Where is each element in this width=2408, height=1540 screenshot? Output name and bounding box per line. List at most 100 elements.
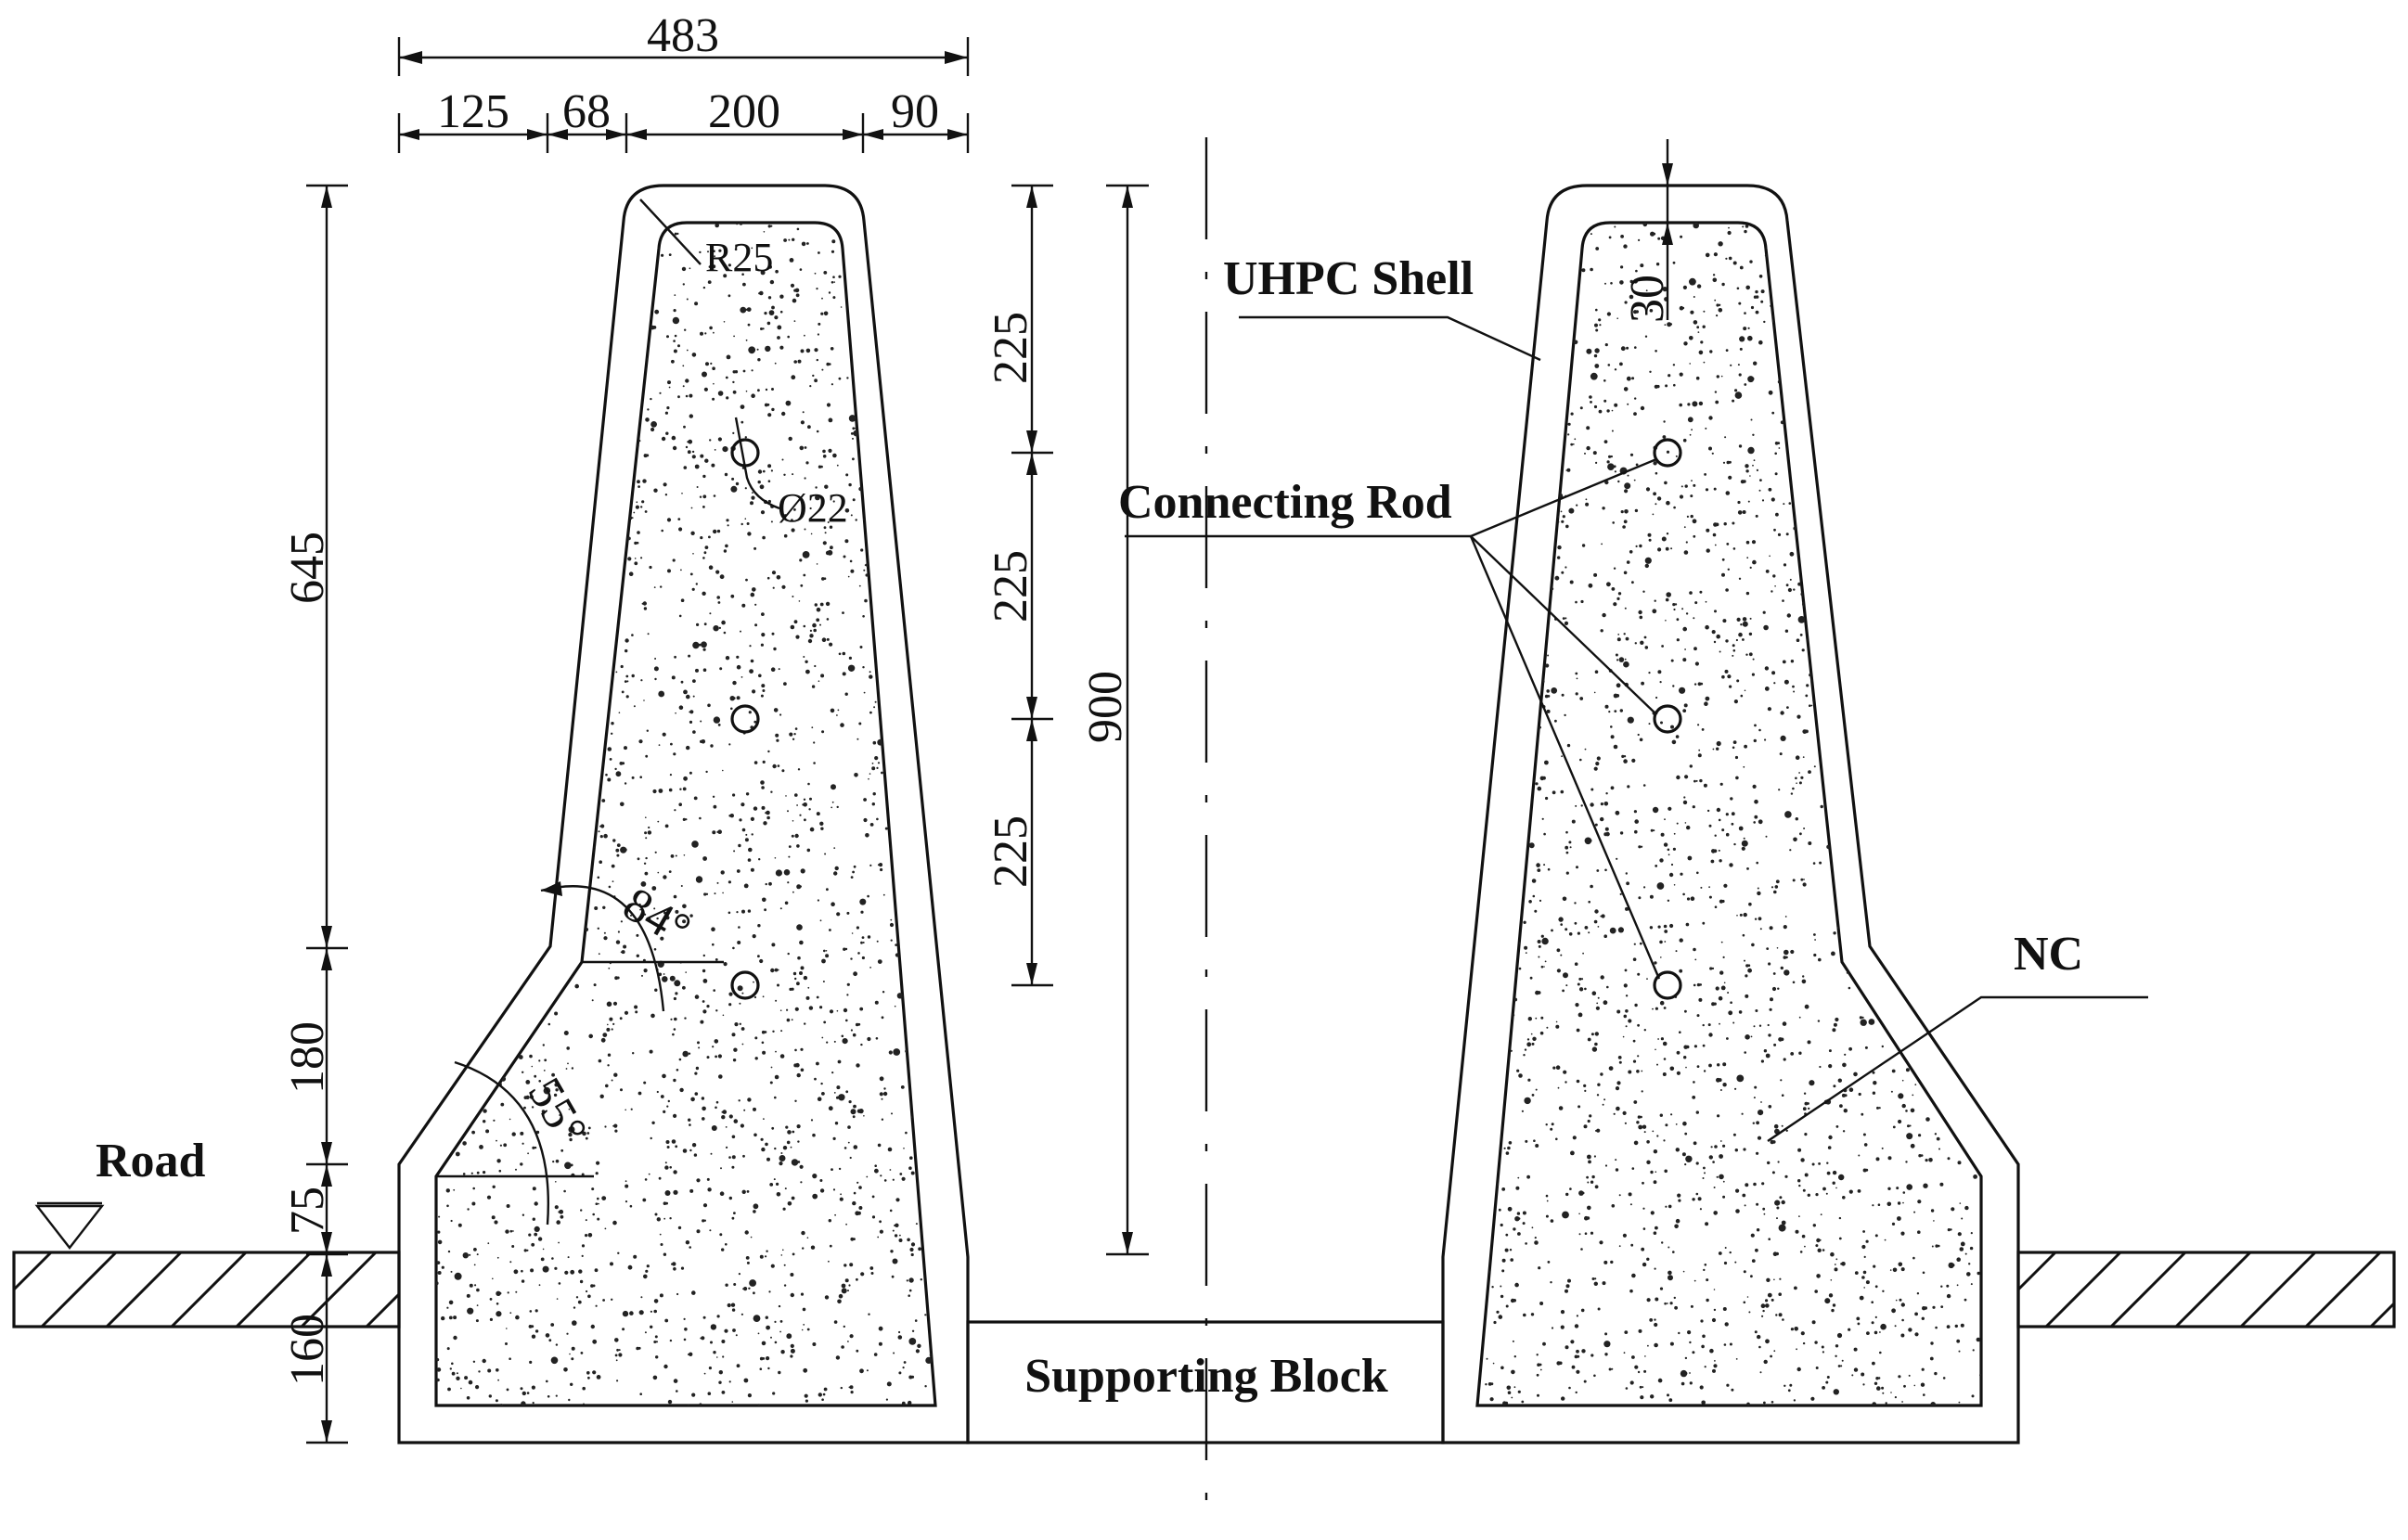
speckle-dot [1739, 913, 1743, 917]
speckle-dot [786, 1008, 789, 1011]
speckle-dot [609, 277, 613, 282]
speckle-dot [862, 942, 865, 943]
speckle-dot [898, 1330, 901, 1334]
speckle-dot [740, 404, 745, 409]
speckle-dot [1586, 348, 1592, 354]
speckle-dot [865, 833, 869, 838]
speckle-dot [470, 632, 472, 635]
speckle-dot [1844, 1053, 1847, 1056]
speckle-dot [834, 866, 839, 871]
speckle-dot [736, 1364, 740, 1368]
speckle-dot [550, 1356, 559, 1365]
speckle-dot [481, 1053, 484, 1057]
speckle-dot [1587, 1181, 1590, 1184]
speckle-dot [1902, 858, 1908, 864]
speckle-dot [491, 1215, 496, 1220]
speckle-dot [1810, 704, 1813, 707]
speckle-dot [804, 1393, 808, 1398]
speckle-dot [928, 940, 933, 944]
speckle-dot [630, 276, 635, 280]
speckle-dot [441, 1315, 445, 1321]
speckle-dot [778, 668, 780, 671]
speckle-dot [1927, 459, 1931, 464]
speckle-dot [1898, 1375, 1901, 1379]
speckle-dot [560, 720, 564, 725]
speckle-dot [503, 762, 506, 764]
speckle-dot [747, 1393, 753, 1398]
speckle-dot [1940, 1305, 1944, 1308]
speckle-dot [616, 976, 620, 980]
speckle-dot [1534, 1240, 1539, 1245]
speckle-dot [563, 919, 567, 922]
speckle-dot [736, 223, 739, 225]
speckle-dot [832, 1136, 836, 1140]
speckle-dot [1813, 428, 1818, 432]
speckle-dot [534, 1329, 539, 1333]
speckle-dot [627, 308, 629, 311]
speckle-dot [876, 817, 879, 821]
speckle-dot [712, 943, 715, 946]
speckle-dot [685, 394, 689, 398]
speckle-dot [1842, 1196, 1846, 1200]
speckle-dot [1842, 410, 1846, 414]
speckle-dot [713, 627, 715, 630]
speckle-dot [884, 251, 886, 254]
speckle-dot [1562, 1211, 1569, 1219]
speckle-dot [674, 1017, 677, 1021]
speckle-dot [1875, 1157, 1880, 1161]
speckle-dot [1518, 845, 1521, 848]
speckle-dot [1642, 1124, 1647, 1129]
speckle-dot [600, 254, 603, 256]
speckle-dot [927, 715, 933, 721]
speckle-dot [643, 607, 648, 610]
speckle-dot [466, 295, 470, 299]
speckle-dot [1513, 997, 1518, 1002]
speckle-dot [692, 641, 700, 649]
speckle-dot [1477, 272, 1478, 276]
speckle-dot [1543, 475, 1547, 480]
speckle-dot [771, 1126, 775, 1130]
speckle-dot [666, 1105, 669, 1108]
speckle-dot [502, 445, 505, 448]
speckle-dot [844, 539, 849, 544]
speckle-dot [931, 1256, 934, 1260]
speckle-dot [1758, 819, 1763, 825]
speckle-dot [1604, 1353, 1608, 1356]
speckle-dot [538, 596, 540, 598]
speckle-dot [827, 521, 830, 523]
speckle-dot [1820, 804, 1823, 809]
speckle-dot [1550, 1281, 1552, 1284]
speckle-dot [1970, 1283, 1973, 1286]
speckle-dot [1519, 874, 1524, 879]
speckle-dot [713, 331, 715, 334]
speckle-dot [925, 982, 929, 985]
speckle-dot [531, 1242, 535, 1247]
speckle-dot [439, 648, 444, 653]
speckle-dot [705, 770, 708, 774]
speckle-dot [577, 1300, 582, 1304]
speckle-dot [689, 1149, 692, 1152]
speckle-dot [817, 899, 820, 902]
speckle-dot [1959, 543, 1964, 548]
speckle-dot [1933, 1220, 1935, 1222]
speckle-dot [1681, 1152, 1686, 1157]
speckle-dot [1827, 661, 1831, 665]
speckle-dot [1563, 972, 1568, 979]
speckle-dot [856, 1063, 860, 1068]
speckle-dot [1770, 1354, 1772, 1358]
speckle-dot [743, 883, 749, 889]
speckle-dot [453, 510, 457, 514]
speckle-dot [1517, 1217, 1521, 1220]
speckle-dot [593, 264, 597, 268]
speckle-dot [436, 1281, 439, 1286]
speckle-dot [1616, 1106, 1620, 1111]
speckle-dot [509, 1118, 511, 1121]
speckle-dot [1584, 748, 1587, 751]
speckle-dot [455, 1131, 460, 1136]
speckle-dot [564, 1161, 572, 1170]
speckle-dot [753, 761, 758, 764]
speckle-dot [1754, 815, 1758, 819]
speckle-dot [1659, 940, 1663, 944]
speckle-dot [1585, 498, 1588, 501]
speckle-dot [1618, 1060, 1622, 1064]
